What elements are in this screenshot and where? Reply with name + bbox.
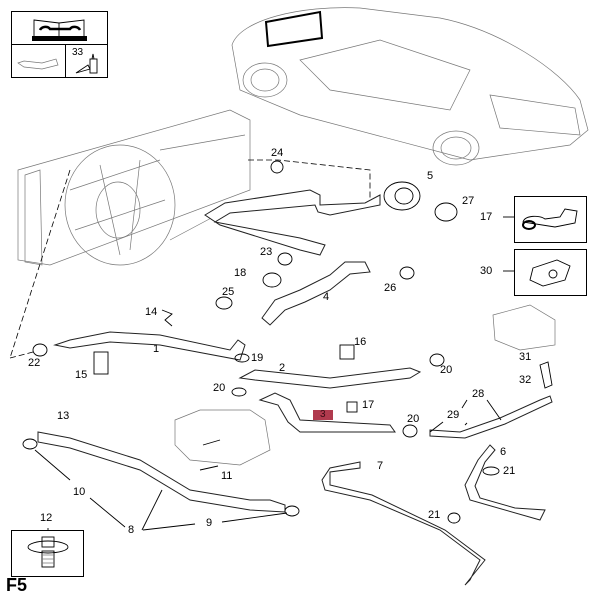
callout-13[interactable]: 13	[57, 410, 70, 422]
callout-30[interactable]: 30	[480, 265, 493, 277]
callout-16[interactable]: 16	[354, 336, 367, 348]
hose-part-6[interactable]	[464, 444, 546, 521]
callout-8[interactable]: 8	[128, 524, 135, 536]
hose-part-2[interactable]	[238, 367, 422, 389]
callout-12[interactable]: 12	[40, 512, 53, 524]
flange-bolt-icon	[27, 536, 69, 568]
hose-part-3-highlighted[interactable]	[258, 392, 396, 433]
callout-15[interactable]: 15	[75, 369, 88, 381]
callout-21-lower[interactable]: 21	[428, 509, 441, 521]
callout-29[interactable]: 29	[447, 409, 460, 421]
coolant-expansion-tank	[174, 409, 271, 466]
retaining-clip-icon	[529, 259, 571, 287]
hose-clip-bracket-icon	[522, 208, 578, 230]
callout-22[interactable]: 22	[28, 357, 41, 369]
hose-part-5-radiator-upper[interactable]	[204, 189, 381, 256]
leader-dash-24	[248, 159, 371, 200]
callout-1[interactable]: 1	[153, 343, 160, 355]
callout-4[interactable]: 4	[323, 291, 330, 303]
seal-ring-9[interactable]	[284, 505, 300, 517]
hose-part-4[interactable]	[261, 261, 371, 326]
throttle-body	[492, 304, 556, 351]
callout-23[interactable]: 23	[260, 246, 273, 258]
callout-17-box[interactable]: 17	[480, 211, 493, 223]
callout-32[interactable]: 32	[519, 374, 532, 386]
callout-20-lower[interactable]: 20	[407, 413, 420, 425]
leader-dash-22	[9, 169, 71, 359]
callout-24[interactable]: 24	[271, 147, 284, 159]
callout-2[interactable]: 2	[279, 362, 286, 374]
callout-19[interactable]: 19	[251, 352, 264, 364]
detail-box-30[interactable]	[514, 249, 587, 296]
thermostat-housing-5[interactable]	[383, 181, 421, 211]
callout-26[interactable]: 26	[384, 282, 397, 294]
leader-lines	[34, 216, 515, 536]
callout-21-upper[interactable]: 21	[503, 465, 516, 477]
callout-14[interactable]: 14	[145, 306, 158, 318]
hose-part-1[interactable]	[53, 331, 246, 361]
callout-28[interactable]: 28	[472, 388, 485, 400]
callout-20-tank[interactable]: 20	[213, 382, 226, 394]
workshop-manual-icon	[12, 12, 107, 45]
pipe-part-8[interactable]	[37, 431, 286, 513]
callout-31[interactable]: 31	[519, 351, 532, 363]
callout-6[interactable]: 6	[500, 446, 507, 458]
manual-header-box: 33	[11, 11, 108, 78]
vehicle-outline	[231, 7, 589, 166]
sealant-bottle-icon: 33	[66, 45, 107, 77]
callout-5[interactable]: 5	[427, 170, 434, 182]
callout-3-highlighted[interactable]: 3	[313, 410, 333, 420]
sealant-part-number: 33	[72, 47, 84, 58]
callout-17-clip[interactable]: 17	[362, 399, 375, 411]
sheet-label: F5	[6, 575, 28, 595]
callout-11[interactable]: 11	[221, 470, 233, 482]
seal-ring-10[interactable]	[22, 438, 38, 450]
callout-25[interactable]: 25	[222, 286, 235, 298]
detail-box-12[interactable]	[11, 530, 84, 577]
callout-20-upper[interactable]: 20	[440, 364, 453, 376]
callout-9[interactable]: 9	[206, 517, 213, 529]
pipe-part-28[interactable]	[429, 395, 553, 439]
hose-part-32[interactable]	[539, 361, 553, 389]
callout-7[interactable]: 7	[377, 460, 384, 472]
callout-18[interactable]: 18	[234, 267, 247, 279]
pipe-part-7[interactable]	[321, 461, 486, 586]
detail-box-17[interactable]	[514, 196, 587, 243]
callout-10[interactable]: 10	[73, 486, 86, 498]
clamps	[32, 160, 500, 524]
hose-tool-icon	[12, 45, 66, 77]
radiator-fan-assembly	[17, 109, 251, 266]
callout-27[interactable]: 27	[462, 195, 475, 207]
